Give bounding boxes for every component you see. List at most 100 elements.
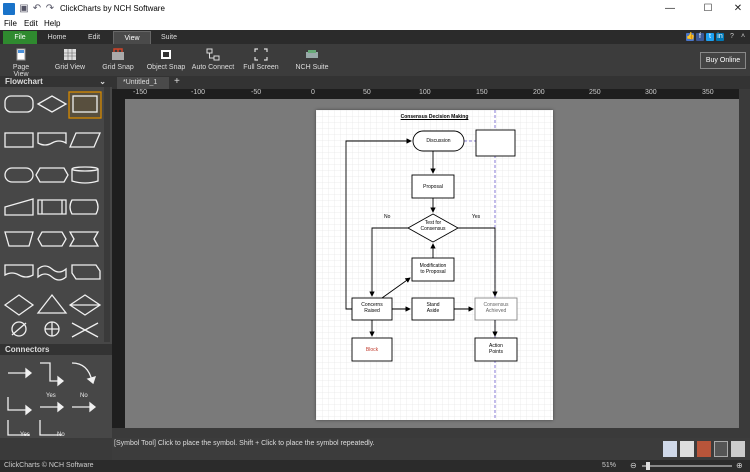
- flowchart-diagram: [316, 110, 553, 420]
- chevron-down-icon[interactable]: ⌄: [99, 77, 106, 86]
- modification-label-1: Modification: [419, 263, 447, 269]
- yes-label: Yes: [472, 214, 481, 220]
- zoom-level: 51%: [602, 462, 617, 469]
- zoom-out-icon[interactable]: ⊖: [630, 461, 637, 470]
- connector-yes-label-2: Yes: [20, 432, 30, 438]
- footer-copyright: ClickCharts © NCH Software: [4, 462, 94, 469]
- grid-view-icon: [64, 49, 76, 60]
- full-screen-label: Full Screen: [243, 64, 279, 71]
- tab-suite[interactable]: Suite: [161, 34, 177, 41]
- ruler-tick: 100: [419, 89, 431, 96]
- ruler-tick: 250: [589, 89, 601, 96]
- concerns-label-2: Raised: [364, 308, 380, 314]
- new-document-icon[interactable]: +: [174, 76, 180, 87]
- test-label-2: Consensus: [420, 226, 446, 232]
- footer-bar: ClickCharts © NCH Software 51% ⊖ ⊕: [0, 460, 750, 472]
- empty-node: [475, 129, 516, 157]
- grid-tool-icon[interactable]: [714, 441, 728, 457]
- app-logo-icon: [3, 3, 15, 15]
- page-view-label: Page View: [12, 64, 30, 78]
- document-tabs: *Untitled_1 +: [112, 76, 750, 89]
- connectors-panel-header[interactable]: Connectors: [0, 344, 112, 355]
- expand-icon[interactable]: [731, 441, 745, 457]
- nch-suite-button[interactable]: NCH Suite: [294, 46, 330, 76]
- vertical-ruler: [112, 99, 125, 428]
- snap-tool-icon[interactable]: [697, 441, 711, 457]
- menu-file[interactable]: File: [4, 19, 17, 28]
- tab-file[interactable]: File: [3, 31, 37, 44]
- no-label: No: [384, 214, 391, 220]
- minimize-icon[interactable]: —: [665, 3, 675, 14]
- library-scrollbar[interactable]: [104, 87, 110, 342]
- block-node: [351, 337, 393, 362]
- undo-icon[interactable]: ↶: [32, 3, 42, 14]
- connector-tool-icon[interactable]: [680, 441, 694, 457]
- ribbon-tabs: File Home Edit View Suite 👍 f t in ? ˄: [0, 30, 750, 45]
- menu-bar: File Edit Help: [0, 18, 750, 30]
- tab-edit[interactable]: Edit: [87, 34, 101, 41]
- page-thumbnail-icon[interactable]: [663, 441, 677, 457]
- twitter-icon[interactable]: t: [706, 33, 714, 41]
- ruler-tick: 150: [476, 89, 488, 96]
- object-snap-label: Object Snap: [146, 64, 186, 71]
- linkedin-icon[interactable]: in: [716, 33, 724, 41]
- ruler-tick: 50: [363, 89, 371, 96]
- facebook-icon[interactable]: f: [696, 33, 704, 41]
- window-title: ClickCharts by NCH Software: [60, 4, 165, 13]
- grid-snap-label: Grid Snap: [102, 64, 134, 71]
- page-view-button[interactable]: Page View: [5, 46, 37, 78]
- connectors-panel-title: Connectors: [5, 345, 50, 354]
- zoom-slider[interactable]: [642, 465, 732, 467]
- vertical-scrollbar[interactable]: [739, 89, 750, 428]
- status-hint: [Symbol Tool] Click to place the symbol.…: [114, 440, 375, 447]
- grid-view-label: Grid View: [54, 64, 86, 71]
- ruler-corner: [112, 89, 125, 99]
- page-view-icon: [16, 48, 26, 61]
- tab-view[interactable]: View: [113, 31, 151, 45]
- action-points-node: [474, 337, 518, 362]
- action-label-1: Action: [489, 343, 503, 349]
- grid-view-button[interactable]: Grid View: [53, 46, 87, 76]
- connector-no-label-2: No: [57, 432, 65, 438]
- nch-suite-icon: [306, 50, 318, 58]
- symbol-library-panel: Flowchart ⌄: [0, 76, 112, 438]
- object-snap-button[interactable]: Object Snap: [146, 46, 186, 76]
- grid-snap-button[interactable]: Grid Snap: [100, 46, 136, 76]
- help-icon[interactable]: ?: [730, 33, 734, 40]
- proposal-label: Proposal: [423, 184, 443, 190]
- menu-help[interactable]: Help: [44, 19, 61, 28]
- nch-suite-label: NCH Suite: [295, 64, 329, 71]
- menu-edit[interactable]: Edit: [24, 19, 38, 28]
- maximize-icon[interactable]: ☐: [703, 3, 713, 14]
- tab-untitled-1[interactable]: *Untitled_1: [117, 77, 169, 89]
- discussion-label: Discussion: [426, 138, 451, 144]
- collapse-ribbon-icon[interactable]: ˄: [740, 33, 746, 40]
- action-label-2: Points: [489, 349, 503, 355]
- stand-aside-label-1: Stand: [426, 302, 440, 308]
- diagram-page[interactable]: Consensus Decision Making Discussion Pro…: [316, 110, 553, 420]
- flowchart-panel-title: Flowchart: [5, 77, 43, 86]
- zoom-in-icon[interactable]: ⊕: [736, 461, 743, 470]
- buy-online-button[interactable]: Buy Online: [700, 52, 746, 69]
- save-icon[interactable]: ▣: [19, 3, 29, 14]
- ruler-tick: 350: [702, 89, 714, 96]
- auto-connect-button[interactable]: Auto Connect: [191, 46, 235, 76]
- zoom-slider-handle[interactable]: [646, 462, 650, 470]
- redo-icon[interactable]: ↷: [45, 3, 55, 14]
- grid-snap-icon: [112, 48, 124, 60]
- connector-no-label: No: [80, 393, 88, 399]
- tab-home[interactable]: Home: [47, 34, 67, 41]
- full-screen-button[interactable]: Full Screen: [242, 46, 280, 76]
- stand-aside-label-2: Aside: [426, 308, 440, 314]
- connector-yes-label: Yes: [46, 393, 56, 399]
- achieved-label-1: Consensus: [483, 302, 509, 308]
- close-icon[interactable]: ✕: [733, 3, 743, 14]
- flowchart-panel-header[interactable]: Flowchart ⌄: [0, 76, 112, 87]
- test-label-1: Test for: [424, 220, 442, 226]
- auto-connect-label: Auto Connect: [191, 64, 235, 71]
- status-bar: [Symbol Tool] Click to place the symbol.…: [112, 438, 750, 460]
- auto-connect-icon: [206, 48, 220, 61]
- horizontal-scrollbar[interactable]: [112, 428, 750, 438]
- thumbs-up-icon[interactable]: 👍: [686, 33, 695, 41]
- block-label: Block: [365, 347, 379, 353]
